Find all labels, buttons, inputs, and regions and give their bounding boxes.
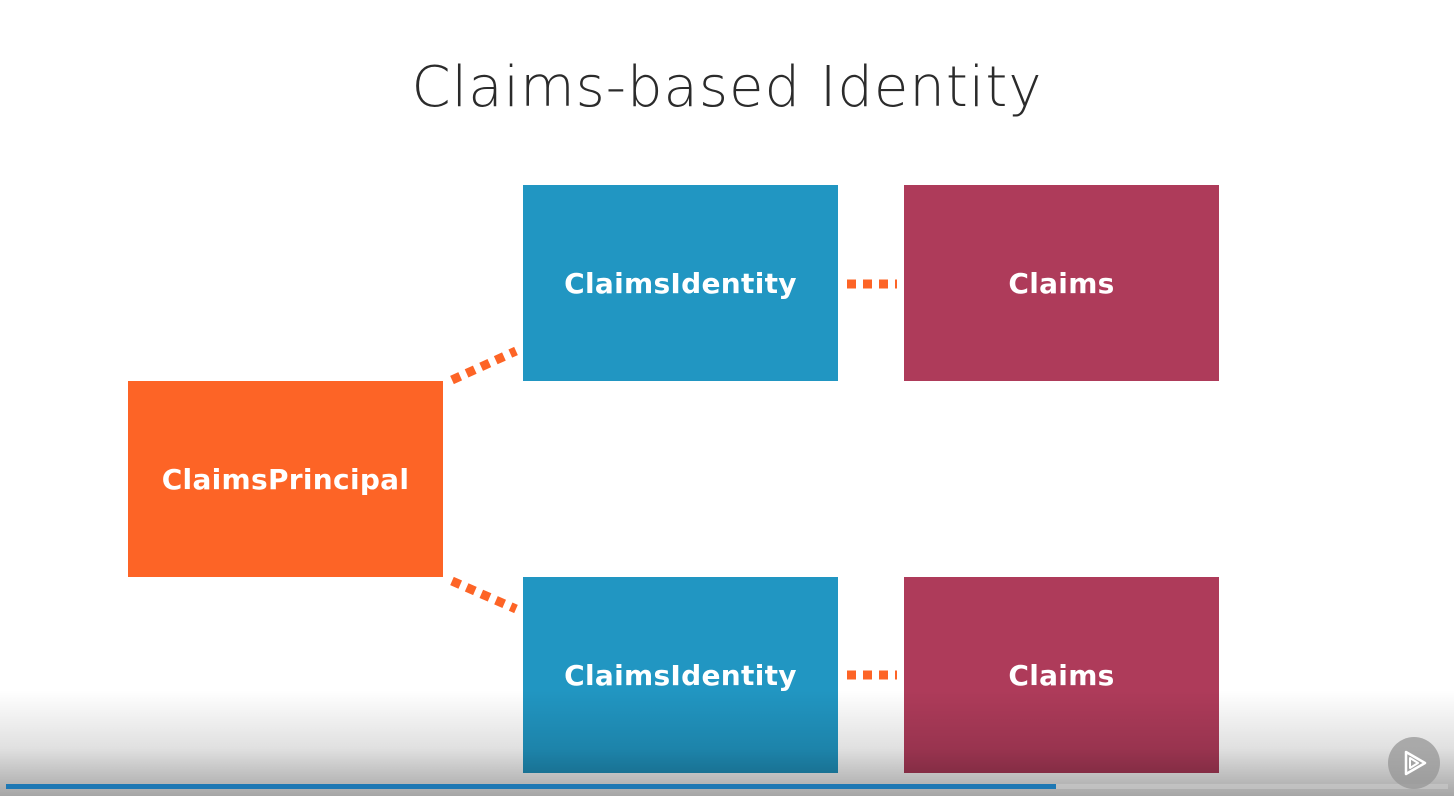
claims-identity-label: ClaimsIdentity bbox=[564, 266, 797, 300]
play-triangle-icon bbox=[1404, 750, 1427, 776]
video-progress-fill bbox=[6, 784, 1056, 789]
claims-box-top: Claims bbox=[904, 185, 1219, 381]
video-progress-bar[interactable] bbox=[6, 784, 1448, 789]
claims-label: Claims bbox=[1008, 266, 1115, 300]
claims-identity-label: ClaimsIdentity bbox=[564, 658, 797, 692]
claims-identity-box-bottom: ClaimsIdentity bbox=[523, 577, 838, 773]
claims-box-bottom: Claims bbox=[904, 577, 1219, 773]
connector-principal-identity-top bbox=[450, 346, 518, 385]
claims-principal-box: ClaimsPrincipal bbox=[128, 381, 443, 577]
claims-label: Claims bbox=[1008, 658, 1115, 692]
slide-title: Claims-based Identity bbox=[411, 55, 1043, 120]
claims-identity-box-top: ClaimsIdentity bbox=[523, 185, 838, 381]
pluralsight-play-icon[interactable] bbox=[1388, 737, 1440, 789]
connector-principal-identity-bottom bbox=[450, 576, 518, 614]
claims-principal-label: ClaimsPrincipal bbox=[161, 462, 410, 496]
